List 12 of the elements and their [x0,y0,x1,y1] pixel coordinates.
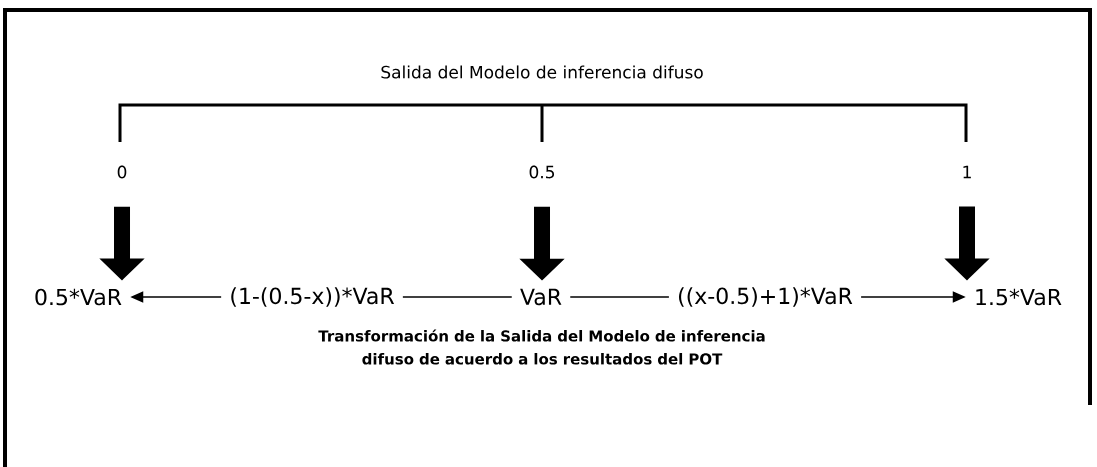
formula-text: 1.5*VaR [976,288,1062,306]
formula-text: ((x-0.5)+1)*VaR [679,287,853,307]
connector-line [569,296,670,298]
formula-text: 0.5*VaR [35,288,122,306]
formula-text: VaR [520,288,562,306]
tick-label: 0 [117,165,127,179]
formula-text: (1-(0.5-x))*VaR [231,287,395,307]
connector-line [402,296,513,298]
tick-label: 1 [963,165,971,179]
tick-label: 0.5 [529,165,555,179]
bracket-label: Salida del Modelo de inferencia difuso [381,65,703,79]
caption: Transformación de la Salida del Modelo de inferencia difuso de acuerdo a los resultados del POT [318,329,765,365]
